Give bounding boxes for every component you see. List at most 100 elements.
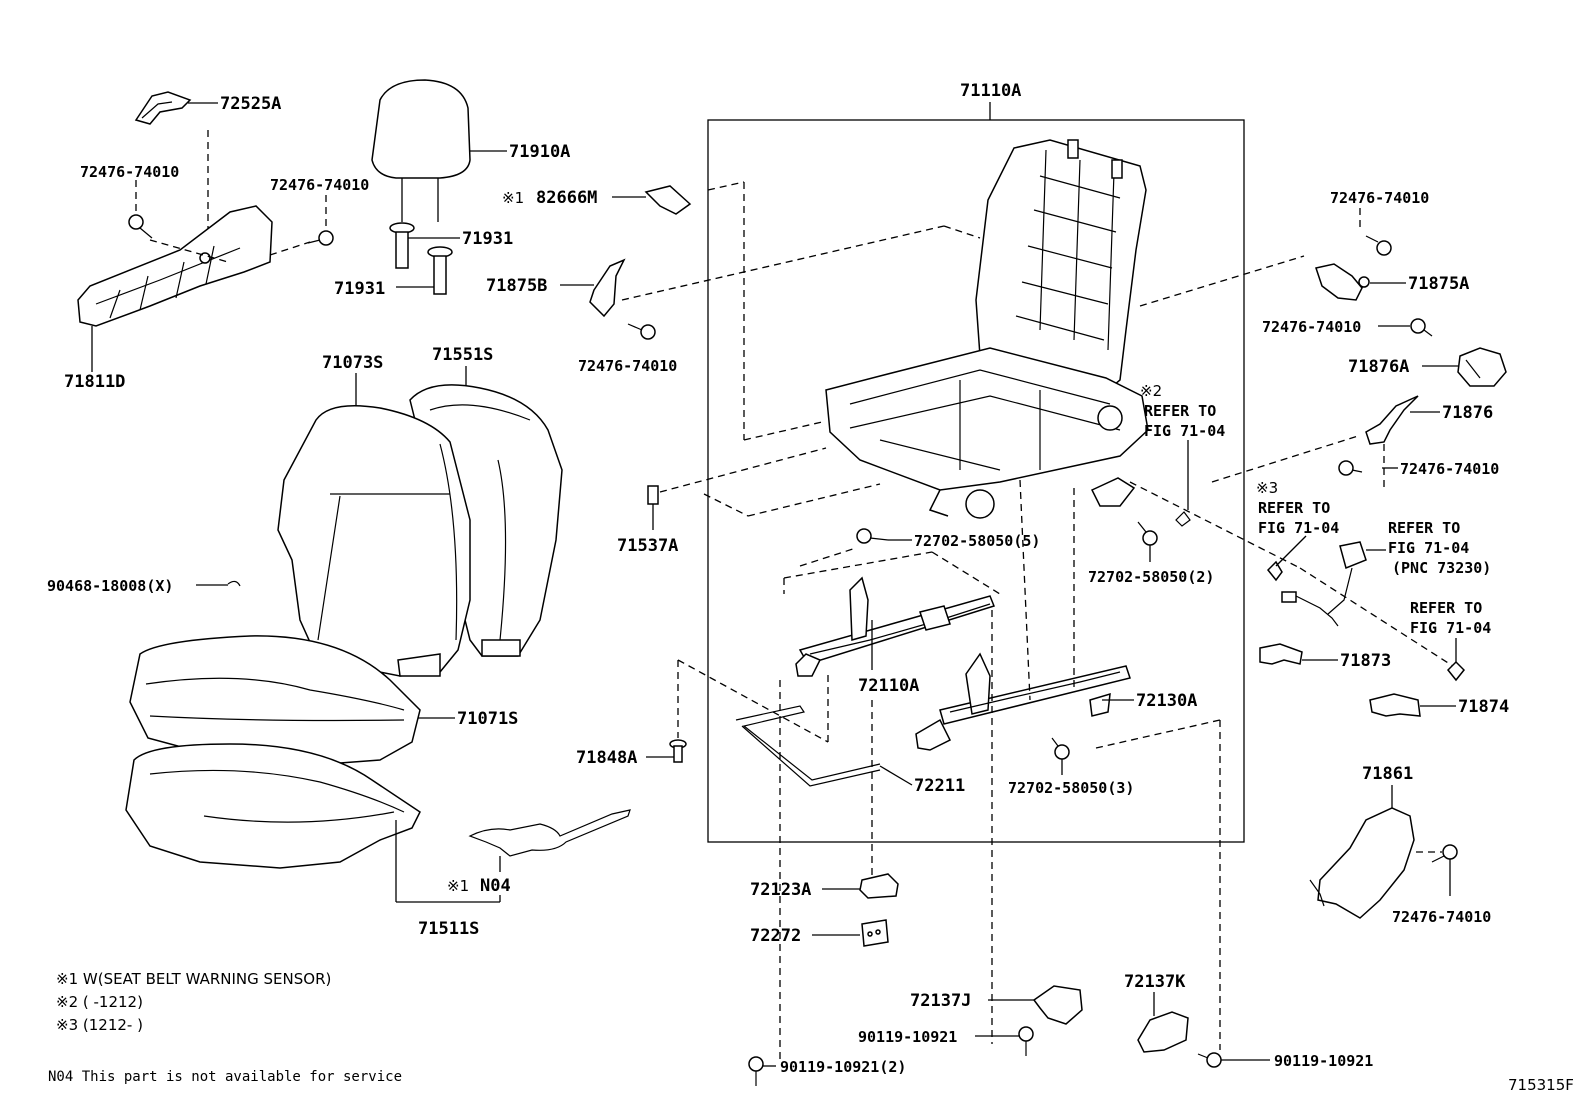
label-72702-58050-3: 72702-58050(3) <box>1008 779 1134 797</box>
bolt-90119-a-drawing <box>1018 1026 1034 1056</box>
label-72272: 72272 <box>750 926 801 946</box>
label-72476-74010-e: 72476-74010 <box>1262 318 1361 336</box>
part-71511s-cushion-pad-drawing <box>125 743 421 869</box>
part-71931-guide-1-drawing <box>389 222 415 269</box>
part-71073s-back-cover-drawing <box>277 405 471 677</box>
label-72476-74010-a: 72476-74010 <box>80 163 179 181</box>
part-bracket-center-drawing <box>1090 477 1136 507</box>
label-71910a: 71910A <box>509 142 570 162</box>
ref4-line3: (PNC 73230) <box>1392 559 1491 577</box>
label-71876a: 71876A <box>1348 357 1409 377</box>
part-71931-guide-2-drawing <box>427 246 453 295</box>
bolt-72702-3-drawing <box>1051 737 1070 760</box>
label-72137j: 72137J <box>910 991 971 1011</box>
part-71875a-drawing <box>1315 263 1370 301</box>
label-90119-10921-b: 90119-10921(2) <box>780 1058 906 1076</box>
label-71875b: 71875B <box>486 276 547 296</box>
part-71071s-cushion-cover-drawing <box>129 635 421 767</box>
figure-code: 715315F <box>1508 1076 1574 1094</box>
ref5-line1: REFER TO <box>1410 599 1482 617</box>
note-n04: N04 This part is not available for servi… <box>48 1069 402 1085</box>
label-72123a: 72123A <box>750 880 811 900</box>
bolt-72702-5-drawing <box>856 528 889 544</box>
part-71537a-drawing <box>647 485 659 505</box>
assembly-71110a-box <box>707 119 1245 843</box>
bolt-left-1-drawing <box>128 214 153 239</box>
bolt-left-2-drawing <box>307 230 334 246</box>
label-n04: N04 <box>480 876 511 896</box>
label-72476-74010-d: 72476-74010 <box>1330 189 1429 207</box>
note-2: ※2 ( -1212) <box>56 993 143 1011</box>
part-n04-sensor-drawing <box>468 809 631 857</box>
bolt-71876a-drawing <box>1410 318 1433 337</box>
ref4-line2: FIG 71-04 <box>1388 539 1469 557</box>
label-71875a: 71875A <box>1408 274 1469 294</box>
part-72110a-seat-rail-drawing <box>795 576 995 677</box>
label-71811d: 71811D <box>64 372 125 392</box>
label-72476-74010-g: 72476-74010 <box>1392 908 1491 926</box>
ref5-nut-drawing <box>1446 660 1466 682</box>
ref4-line1: REFER TO <box>1388 519 1460 537</box>
part-71910a-headrest-drawing <box>371 79 471 222</box>
label-n04-mark: ※1 <box>447 877 469 895</box>
label-72137k: 72137K <box>1124 972 1186 992</box>
label-82666m-mark: ※1 <box>502 189 524 207</box>
label-72476-74010-f: 72476-74010 <box>1400 460 1499 478</box>
part-71875b-drawing <box>589 258 626 318</box>
label-82666m: 82666M <box>536 188 597 208</box>
label-72476-74010-b: 72476-74010 <box>270 176 369 194</box>
part-71811d-side-cover-drawing <box>77 205 273 327</box>
part-72123a-drawing <box>859 873 899 899</box>
ref3-line1: REFER TO <box>1258 499 1330 517</box>
ref3-mark: ※3 <box>1256 479 1278 497</box>
label-71876: 71876 <box>1442 403 1493 423</box>
bolt-90119-b-drawing <box>748 1056 764 1086</box>
label-71873: 71873 <box>1340 651 1391 671</box>
bolt-71875a-drawing <box>1365 235 1392 256</box>
label-90119-10921-a: 90119-10921 <box>858 1028 957 1046</box>
bolt-90119-c-drawing <box>1197 1052 1222 1068</box>
part-71876a-drawing <box>1457 347 1507 387</box>
part-71874-drawing <box>1369 693 1421 717</box>
bolt-71861-drawing <box>1431 844 1458 863</box>
label-72110a: 72110A <box>858 676 919 696</box>
label-71110a: 71110A <box>960 81 1021 101</box>
label-71537a: 71537A <box>617 536 678 556</box>
label-71511s: 71511S <box>418 919 479 939</box>
bolt-71876-drawing <box>1338 460 1363 476</box>
label-71073s: 71073S <box>322 353 383 373</box>
part-72525a-clip-drawing <box>134 91 192 125</box>
label-72476-74010-c: 72476-74010 <box>578 357 677 375</box>
label-90119-10921-c: 90119-10921 <box>1274 1052 1373 1070</box>
part-71876-drawing <box>1365 395 1419 445</box>
label-71861: 71861 <box>1362 764 1413 784</box>
bolt-71875b-drawing <box>627 323 656 340</box>
part-72137k-drawing <box>1137 1011 1189 1053</box>
part-71848a-drawing <box>669 739 687 763</box>
ref2-line2: FIG 71-04 <box>1144 422 1225 440</box>
part-72272-drawing <box>861 919 889 947</box>
part-82666m-drawing <box>644 185 692 215</box>
ref3-nut-drawing <box>1266 560 1283 582</box>
note-1: ※1 W(SEAT BELT WARNING SENSOR) <box>56 970 331 988</box>
part-72137j-drawing <box>1032 985 1083 1025</box>
part-71110a-seat-frame-drawing <box>825 139 1149 519</box>
ref2-mark: ※2 <box>1140 382 1162 400</box>
part-72130a-seat-rail-drawing <box>915 652 1131 751</box>
seat-belt-buckle-drawing <box>1281 541 1367 627</box>
ref3-line2: FIG 71-04 <box>1258 519 1339 537</box>
part-72211-bar-drawing <box>735 705 881 787</box>
label-71931-b: 71931 <box>334 279 385 299</box>
label-71931-a: 71931 <box>462 229 513 249</box>
ref2-line1: REFER TO <box>1144 402 1216 420</box>
label-71071s: 71071S <box>457 709 518 729</box>
label-90468-18008: 90468-18008(X) <box>47 577 173 595</box>
note-3: ※3 (1212- ) <box>56 1016 143 1034</box>
label-72211: 72211 <box>914 776 965 796</box>
label-71551s: 71551S <box>432 345 493 365</box>
label-72525a: 72525A <box>220 94 281 114</box>
part-71861-shield-drawing <box>1309 807 1415 919</box>
label-71848a: 71848A <box>576 748 637 768</box>
label-72702-58050-2: 72702-58050(2) <box>1088 568 1214 586</box>
